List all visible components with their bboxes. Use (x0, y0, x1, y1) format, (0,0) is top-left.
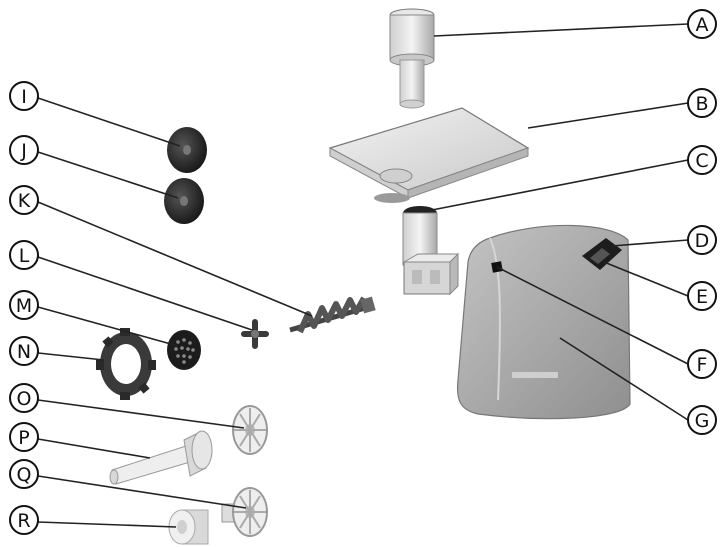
callout-p-label: P (18, 427, 29, 449)
callout-n: N (9, 336, 39, 366)
callout-l-label: L (19, 245, 30, 267)
callout-p-circle (9, 422, 39, 452)
callout-q: Q (9, 459, 39, 489)
callout-c: C (687, 145, 717, 175)
callout-n-circle (9, 336, 39, 366)
callout-m: M (9, 290, 39, 320)
leader-line-k (37, 201, 313, 317)
callout-j-circle (9, 135, 39, 165)
grinder-head-part (402, 206, 460, 296)
spoked-disc-o-part (232, 405, 268, 455)
callout-f: F (687, 349, 717, 379)
cutting-disc-i-part (167, 127, 207, 173)
callout-f-circle (687, 349, 717, 379)
callout-a: A (687, 9, 717, 39)
auger-part (289, 296, 376, 334)
callout-g-label: G (695, 410, 710, 432)
food-tray-part (328, 107, 530, 203)
callout-m-label: M (16, 295, 32, 317)
callout-a-label: A (696, 14, 709, 36)
callout-f-label: F (697, 354, 708, 376)
motor-housing-part (456, 224, 631, 420)
cross-blade-part (241, 319, 269, 349)
callout-o-circle (9, 383, 39, 413)
sausage-nozzle-part (109, 430, 213, 485)
cylindrical-adapter-part (168, 509, 209, 545)
callout-k-label: K (18, 190, 31, 212)
callout-d-label: D (695, 230, 710, 252)
callout-e: E (687, 281, 717, 311)
callout-d-circle (687, 225, 717, 255)
spoked-disc-q-part (221, 487, 268, 537)
callout-c-label: C (695, 150, 708, 172)
leader-line-e (603, 261, 689, 297)
callout-r-circle (9, 505, 39, 535)
callout-q-circle (9, 459, 39, 489)
leader-line-o (37, 399, 245, 429)
leader-line-a (433, 23, 689, 37)
callout-g: G (687, 405, 717, 435)
callout-p: P (9, 422, 39, 452)
leader-line-r (37, 521, 177, 528)
leader-line-b (527, 102, 689, 129)
leader-line-d (611, 239, 689, 247)
callout-m-circle (9, 290, 39, 320)
callout-a-circle (687, 9, 717, 39)
callout-r-label: R (17, 510, 30, 532)
callout-i-label: I (21, 86, 27, 108)
callout-q-label: Q (17, 464, 32, 486)
callout-j-label: J (20, 140, 27, 162)
callout-b: B (687, 88, 717, 118)
leader-line-p (37, 438, 151, 459)
callout-i: I (9, 81, 39, 111)
callout-r: R (9, 505, 39, 535)
ring-nut-part (96, 328, 156, 400)
callout-b-circle (687, 88, 717, 118)
callout-c-circle (687, 145, 717, 175)
leader-line-n (37, 352, 105, 361)
callout-b-label: B (695, 93, 708, 115)
food-pusher-part (389, 8, 435, 109)
leader-line-j (37, 151, 179, 199)
callout-k: K (9, 185, 39, 215)
leader-line-f (496, 266, 689, 365)
callout-d: D (687, 225, 717, 255)
leader-line-q (37, 475, 247, 509)
leader-line-l (37, 256, 253, 331)
leader-line-g (559, 337, 689, 421)
callout-o: O (9, 383, 39, 413)
callout-g-circle (687, 405, 717, 435)
callout-j: J (9, 135, 39, 165)
leader-lines (37, 23, 689, 528)
leader-line-i (37, 97, 181, 147)
callout-i-circle (9, 81, 39, 111)
leader-line-c (431, 159, 689, 211)
callout-k-circle (9, 185, 39, 215)
callout-l-circle (9, 240, 39, 270)
callout-e-label: E (696, 286, 708, 308)
callout-l: L (9, 240, 39, 270)
callout-n-label: N (17, 341, 31, 363)
callout-e-circle (687, 281, 717, 311)
callout-o-label: O (17, 388, 32, 410)
cutting-disc-j-part (164, 178, 204, 224)
leader-line-m (37, 306, 179, 347)
hole-plate-part (167, 330, 201, 370)
